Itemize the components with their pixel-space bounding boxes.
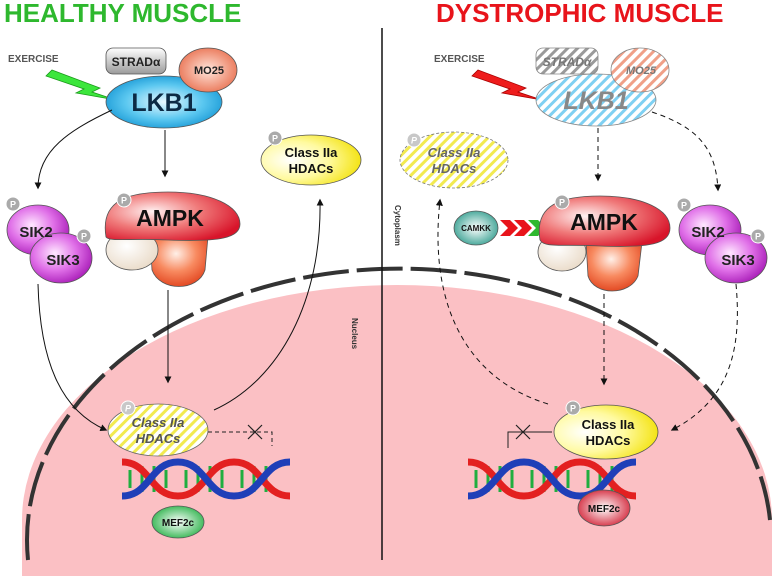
hdac-nucleus-right-label-2: HDACs	[586, 433, 631, 448]
sik3-node-right	[704, 232, 768, 284]
arrow-hdac-export-dashed	[435, 198, 549, 405]
hdac-cytoplasm-faded-label-1: Class IIa	[428, 145, 481, 160]
nucleus-label: Nucleus	[350, 318, 359, 350]
inhibition-x-right	[515, 424, 531, 440]
camkk-label: CAMKK	[461, 224, 491, 233]
hdac-nucleus-node-right	[553, 404, 659, 460]
sik2-label: SIK2	[19, 224, 52, 241]
phospho-hdac-top-label: P	[272, 134, 278, 144]
mef2c-right-node	[577, 489, 631, 527]
exercise-bolt-icon	[45, 69, 117, 101]
phospho-sik3-right	[750, 228, 766, 244]
arrow-lkb1-sik	[34, 109, 113, 190]
hdac-cytoplasm-faded-label-2: HDACs	[432, 161, 477, 176]
sik3-label: SIK3	[46, 252, 79, 269]
exercise-label-dystrophic: EXERCISE	[434, 54, 485, 65]
lkb1-label-faded: LKB1	[563, 87, 628, 115]
exercise-bolt-red-icon	[471, 69, 543, 101]
hdac-cytoplasm-label-2: HDACs	[289, 161, 334, 176]
camkk-chevron-2	[514, 220, 532, 236]
inhibition-x-left	[247, 424, 263, 440]
ampk-label: AMPK	[136, 205, 204, 231]
strad-node	[105, 47, 167, 75]
ampk-lower-subunit-right	[585, 241, 643, 292]
phospho-ampk-right-label: P	[559, 198, 565, 208]
sik2-label-right: SIK2	[691, 224, 724, 241]
phospho-sik2-right-label: P	[681, 201, 687, 211]
phospho-ampk	[116, 192, 132, 208]
dna-helix-left	[121, 458, 291, 500]
mef2c-right-label: MEF2c	[588, 504, 621, 515]
arrow-hdac-export	[213, 198, 324, 411]
phospho-sik3-label: P	[81, 232, 87, 242]
phospho-ampk-label: P	[121, 196, 127, 206]
nuclear-envelope	[25, 266, 772, 561]
arrow-lkb1-sik-dashed	[651, 111, 722, 192]
hdac-nucleus-node	[107, 403, 209, 457]
mef2c-left-label: MEF2c	[162, 518, 195, 529]
mef2c-left-node	[151, 505, 205, 539]
phospho-sik2-label: P	[10, 200, 16, 210]
phospho-hdac-top-faded	[406, 132, 422, 148]
hdac-nucleus-label-2: HDACs	[136, 431, 181, 446]
arrow-sik-nucleus-dashed	[670, 283, 738, 431]
phospho-hdac-right-label: P	[570, 404, 576, 414]
title-dystrophic: DYSTROPHIC MUSCLE	[436, 0, 723, 28]
mo25-node-faded	[610, 47, 670, 93]
dna-helix-right	[467, 458, 637, 500]
healthy-panel: EXERCISE STRADα MO25 LKB1 SIK2 SIK3 P P …	[5, 47, 362, 539]
sik3-label-right: SIK3	[721, 252, 754, 269]
phospho-sik3-right-label: P	[755, 232, 761, 242]
arrow-sik-nucleus	[37, 283, 108, 431]
hdac-nucleus-label-1: Class IIa	[132, 415, 185, 430]
phospho-sik3	[76, 228, 92, 244]
mo25-label: MO25	[194, 65, 224, 77]
cytoplasm-label: Cytoplasm	[393, 205, 402, 246]
lkb1-label: LKB1	[131, 89, 196, 117]
camkk-chevron-1	[500, 220, 518, 236]
phospho-hdac-top	[267, 130, 283, 146]
phospho-hdac-top-faded-label: P	[411, 136, 418, 146]
phospho-hdac-right	[565, 400, 581, 416]
sik3-node	[29, 232, 93, 284]
title-healthy: HEALTHY MUSCLE	[4, 0, 241, 28]
phospho-sik2	[5, 196, 21, 212]
phospho-sik2-right	[676, 197, 692, 213]
exercise-label-healthy: EXERCISE	[8, 54, 59, 65]
phospho-hdac-left-faded	[120, 400, 136, 416]
dystrophic-panel: EXERCISE STRADα MO25 LKB1 Class IIa HDAC…	[399, 47, 768, 527]
ampk-label-right: AMPK	[570, 209, 638, 235]
strad-label: STRADα	[112, 55, 161, 69]
inhibition-line-right	[507, 431, 552, 448]
hdac-cytoplasm-node-faded	[399, 131, 509, 189]
phospho-hdac-left-faded-label: P	[125, 404, 132, 414]
hdac-cytoplasm-label-1: Class IIa	[285, 145, 339, 160]
camkk-node	[453, 210, 499, 246]
hdac-nucleus-right-label-1: Class IIa	[582, 417, 636, 432]
phospho-ampk-right	[554, 194, 570, 210]
ampk-lower-subunit	[149, 235, 209, 287]
inhibition-line-left	[208, 431, 273, 446]
strad-node-faded	[535, 47, 599, 75]
strad-label-faded: STRADα	[543, 55, 592, 69]
mo25-label-faded: MO25	[626, 65, 657, 77]
hdac-cytoplasm-node	[260, 134, 362, 186]
mo25-node	[178, 47, 238, 93]
